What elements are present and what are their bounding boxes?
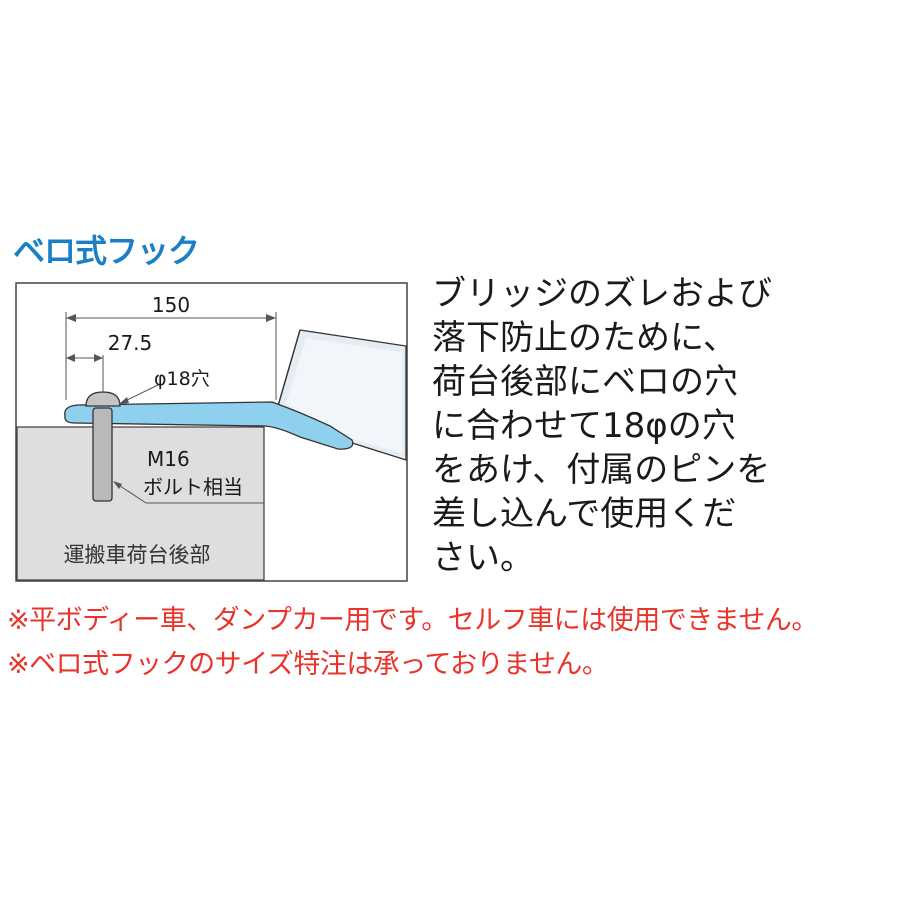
page-title: ベロ式フック (13, 232, 200, 270)
description-line: 荷台後部にベロの穴 (432, 362, 738, 402)
description-line: をあけ、付属のピンを (432, 450, 771, 490)
description-line: ブリッジのズレおよび (432, 274, 772, 314)
dim-27-5-label: 27.5 (108, 331, 153, 355)
bolt-head (85, 391, 121, 407)
description-line: さい。 (432, 538, 534, 578)
hole-label: φ18穴 (154, 368, 210, 390)
bolt-size-label: M16 (147, 447, 190, 471)
description-line: 差し込んで使用くだ (432, 494, 737, 534)
bero-hook (64, 401, 354, 450)
note-vehicle-type: ※平ボディー車、ダンプカー用です。セルフ車には使用できません。 (7, 605, 818, 636)
bolt-desc-label: ボルト相当 (143, 475, 243, 499)
description-line: に合わせて18φの穴 (432, 406, 736, 446)
description: ブリッジのズレおよび 落下防止のために、 荷台後部にベロの穴 に合わせて18φの… (432, 272, 772, 580)
bolt-shaft (92, 407, 113, 502)
truck-bed-label: 運搬車荷台後部 (64, 543, 211, 567)
dim-150-label: 150 (152, 293, 190, 317)
note-custom-size: ※ベロ式フックのサイズ特注は承っておりません。 (7, 649, 609, 680)
description-line: 落下防止のために、 (432, 318, 737, 358)
